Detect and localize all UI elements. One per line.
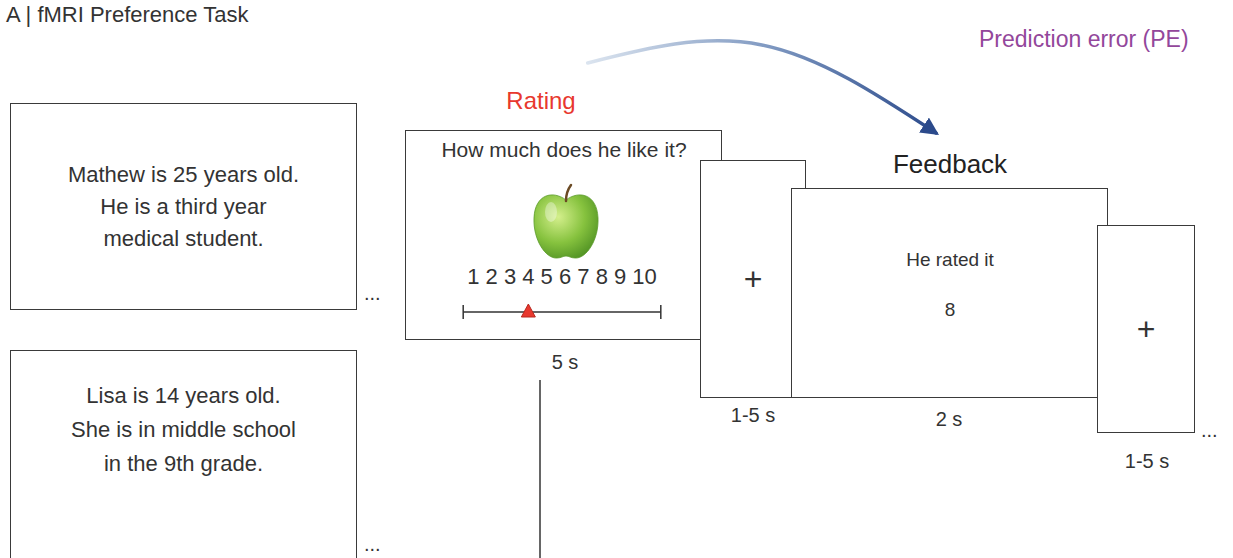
fixation-screen: + [1097,225,1195,433]
rating-slider [463,311,661,313]
slider-tick [462,305,464,319]
fixation-cross: + [744,260,763,298]
profile-text: Mathew is 25 years old. He is a third ye… [66,159,301,255]
profile-text: Lisa is 14 years old. She is in middle s… [66,379,301,481]
feedback-text: He rated it [906,249,994,272]
feedback-value: 8 [945,299,956,322]
edge-label: Prediction error (PE) [979,26,1189,54]
profile-card: Mathew is 25 years old. He is a third ye… [10,103,357,310]
apple-stem [566,185,571,201]
duration-label: 1-5 s [731,403,775,427]
timeline-line [539,380,541,558]
continuation-dots: ... [364,281,381,305]
phase-heading: Rating [506,87,575,116]
slider-thumb [521,304,535,317]
rating-question: How much does he like it? [441,137,686,162]
apple-highlight [545,202,557,222]
rating-scale: 1 2 3 4 5 6 7 8 9 10 [467,264,657,290]
prediction-arrow [588,41,936,133]
duration-label: 5 s [552,350,579,374]
continuation-dots: ... [1201,418,1218,442]
rating-screen: RatingHow much does he like it?1 2 3 4 5… [405,130,722,340]
fixation-cross: + [1137,310,1156,348]
apple-body [534,195,598,258]
panel-title: A | fMRI Preference Task [6,2,249,28]
profile-card: Lisa is 14 years old. She is in middle s… [10,350,357,558]
phase-heading: Feedback [893,149,1007,180]
slider-tick [660,305,662,319]
continuation-dots: ... [364,532,381,556]
duration-label: 1-5 s [1125,449,1169,473]
feedback-screen: FeedbackHe rated it8 [791,188,1108,398]
duration-label: 2 s [936,407,963,431]
